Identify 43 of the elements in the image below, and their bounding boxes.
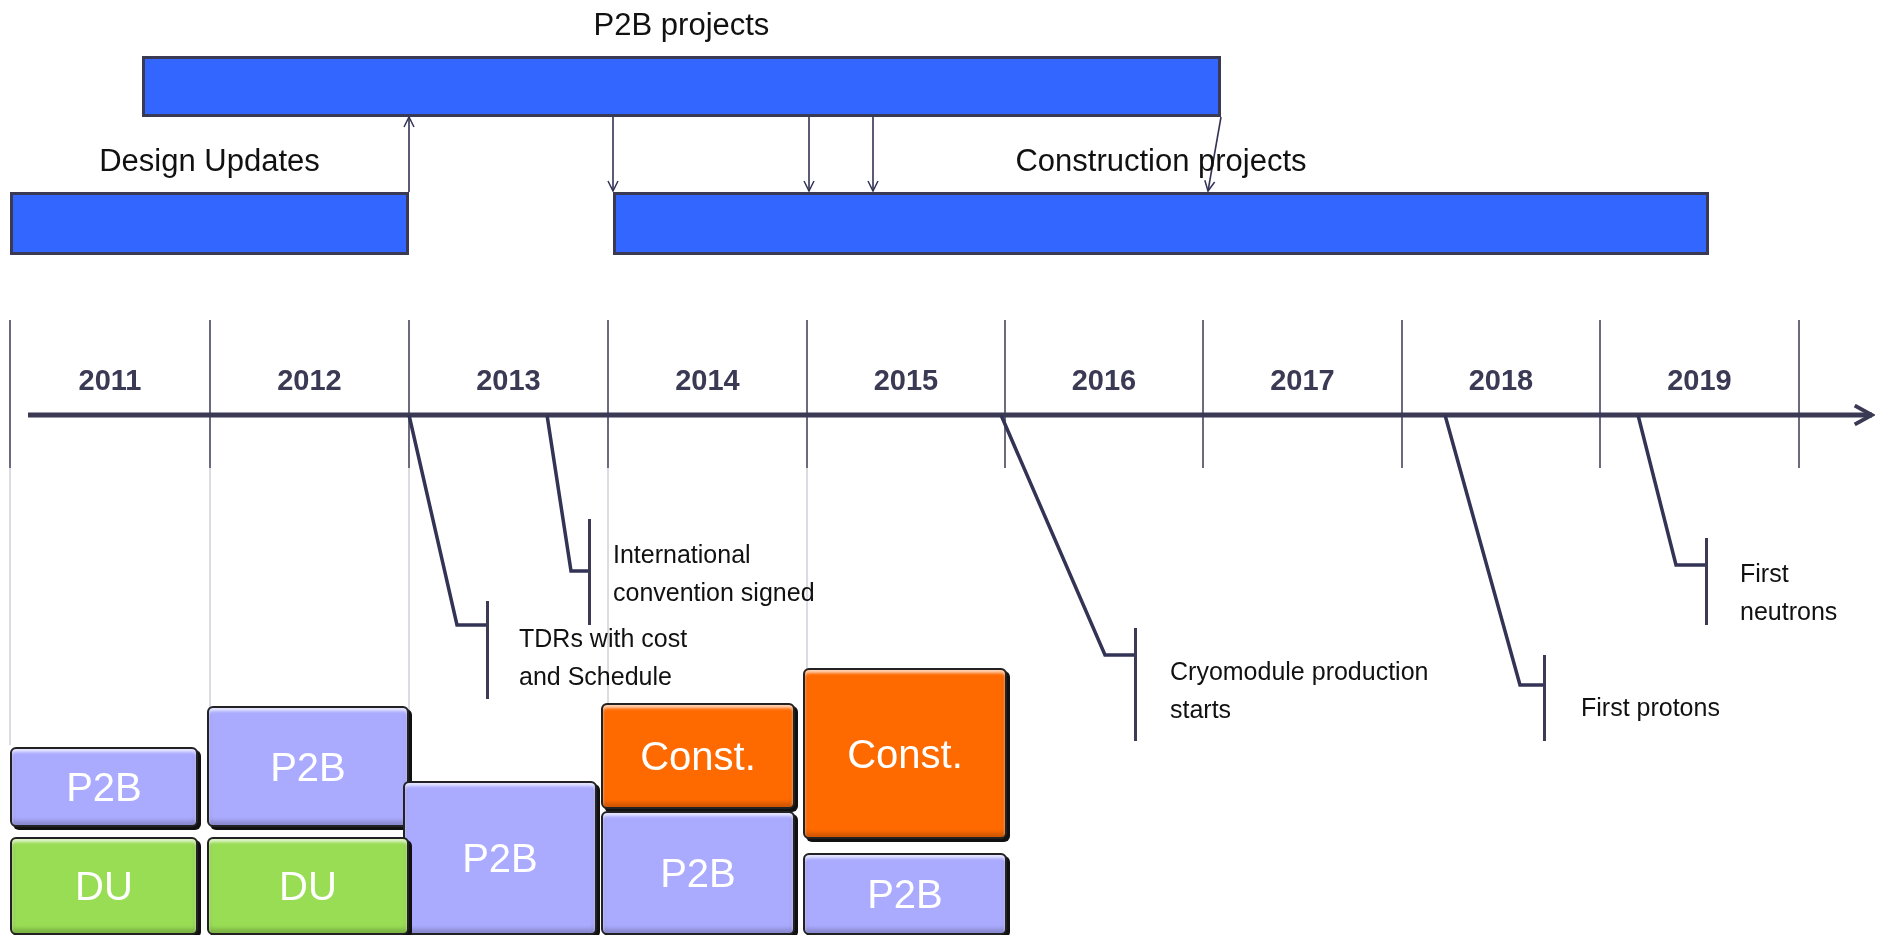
block-label: P2B: [866, 871, 944, 917]
block-label: Const.: [846, 731, 964, 776]
milestone-label: First neutrons: [1740, 558, 1839, 627]
phase-block: [601, 811, 795, 935]
arrow: [607, 116, 619, 192]
block-label: DU: [278, 863, 338, 909]
block-label: P2B: [461, 835, 539, 881]
milestone-label: TDRs with cost and Schedule: [519, 623, 689, 692]
year-label: 2014: [674, 364, 741, 397]
bar-title: Design Updates: [99, 143, 320, 179]
leader-line: [545, 414, 588, 573]
year-label: 2012: [276, 364, 343, 397]
year-label: 2013: [475, 364, 542, 397]
milestone-label: First protons: [1581, 692, 1721, 723]
phase-block: [803, 668, 1007, 839]
block-label: Const.: [639, 733, 757, 779]
phase-block: [601, 703, 795, 809]
year-label: 2019: [1666, 364, 1733, 397]
block-label: P2B: [65, 764, 143, 810]
year-label: 2015: [872, 364, 940, 397]
year-label: 2018: [1467, 364, 1535, 397]
milestone-label: Cryomodule production starts: [1170, 656, 1430, 725]
year-label: 2011: [77, 364, 143, 397]
year-label: 2017: [1269, 364, 1336, 397]
arrow: [403, 116, 415, 193]
phase-block: [207, 837, 409, 935]
milestone-label: International convention signed: [613, 539, 816, 608]
leader-line: [999, 414, 1134, 657]
arrow: [803, 116, 815, 192]
block-label: DU: [74, 863, 134, 909]
leader-line: [1443, 414, 1543, 687]
phase-block: [10, 837, 198, 935]
block-label: P2B: [269, 744, 347, 789]
leader-line: [1636, 414, 1705, 567]
arrow: [867, 116, 879, 192]
leader-line: [407, 414, 486, 627]
block-label: P2B: [659, 850, 737, 896]
phase-block: [403, 781, 597, 935]
phase-block: [10, 747, 198, 827]
year-label: 2016: [1070, 364, 1138, 397]
phase-block: [207, 706, 409, 827]
phase-block: [803, 853, 1007, 935]
bar-title: P2B projects: [593, 7, 770, 43]
